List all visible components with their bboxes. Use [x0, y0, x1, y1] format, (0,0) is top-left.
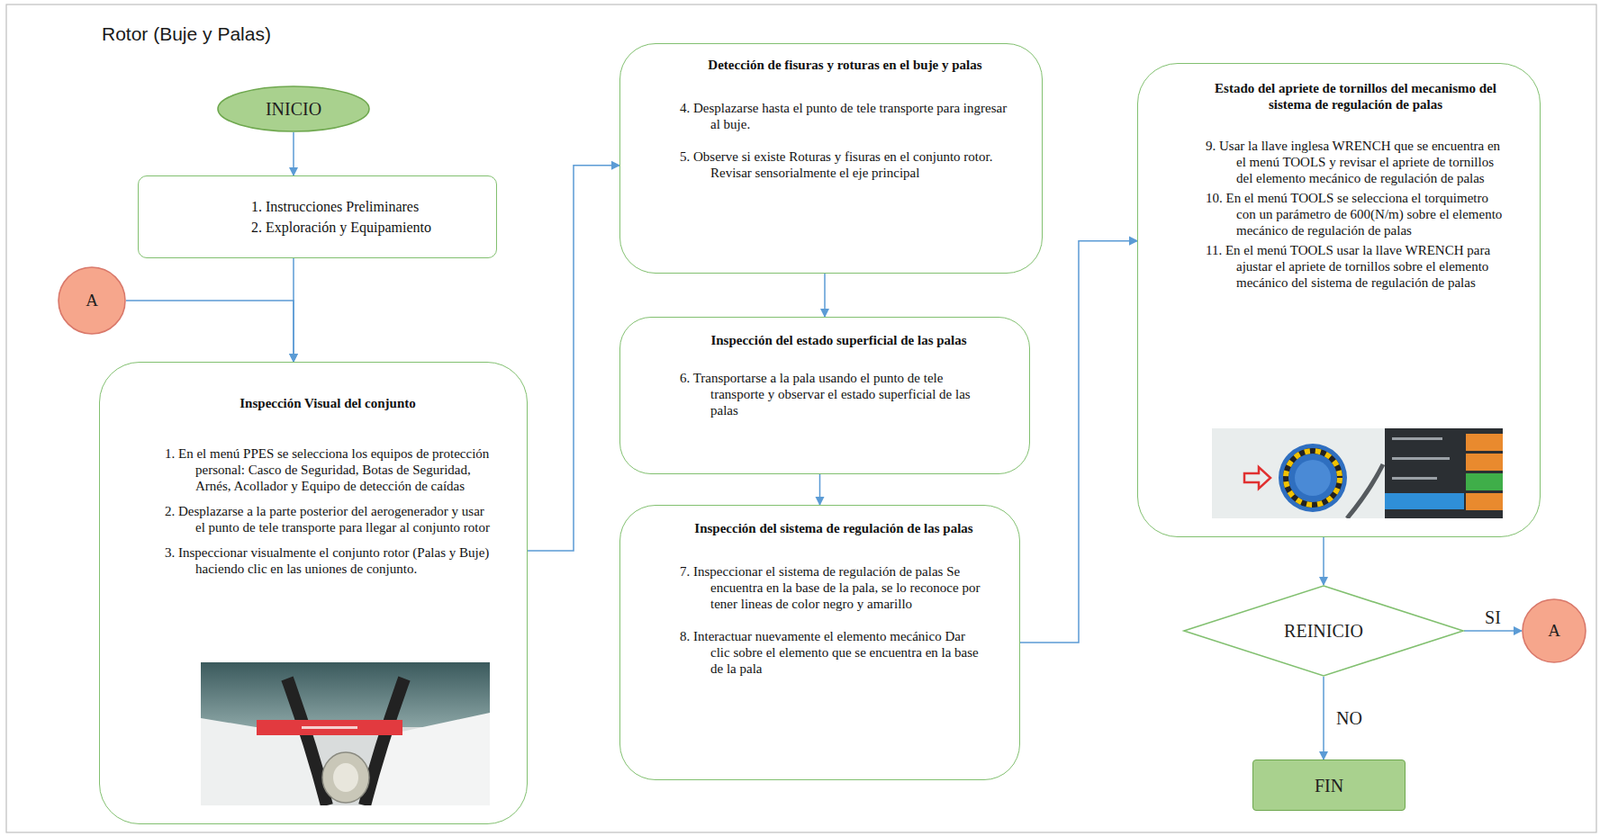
heading-text: Detección de fisuras y roturas en el buj… [679, 56, 1011, 73]
step-text: 3. Inspeccionar visualmente el conjunto … [164, 544, 491, 578]
connector-circle: A [1521, 598, 1587, 664]
start-terminal: INICIO [216, 85, 371, 133]
pitch-hub [1278, 443, 1347, 513]
cable-line [1346, 464, 1384, 519]
step-text: 4. Desplazarse hasta el punto de tele tr… [679, 99, 1011, 133]
belt-band [287, 678, 327, 806]
connector-disc [58, 267, 126, 335]
red-arrow-marker [1244, 467, 1271, 489]
process-box: Detección de fisuras y roturas en el buj… [619, 43, 1043, 274]
menu-tab [1465, 473, 1503, 491]
menu-highlight [1384, 493, 1465, 510]
flow-arrow [292, 132, 295, 176]
page-frame [6, 4, 1597, 833]
menu-line [1392, 477, 1438, 480]
decision-diamond: REINICIO [1183, 585, 1465, 678]
heading-text: Inspección Visual del conjunto [164, 395, 491, 412]
heading-text: Inspección del estado superficial de las… [679, 332, 998, 349]
step-text: 6. Transportarse a la pala usando el pun… [679, 370, 998, 419]
step-text: 1. Instrucciones Preliminares [251, 198, 479, 216]
edge-label: SI [1482, 607, 1503, 628]
stripe-ring [1285, 451, 1340, 506]
menu-tab [1465, 453, 1503, 471]
process-box: Inspección del sistema de regulación de … [619, 505, 1021, 781]
flow-arrow [1322, 677, 1325, 760]
heading-text: Inspección del sistema de regulación de … [679, 520, 988, 537]
flow-arrow [823, 273, 826, 317]
flow-arrow [126, 300, 294, 362]
step-text: 5. Observe si existe Roturas y fisuras e… [679, 148, 1011, 181]
banner-mark [301, 726, 358, 730]
red-banner [256, 720, 403, 736]
menu-panel [1384, 428, 1503, 519]
flow-arrow [527, 165, 620, 552]
step-text: 2. Exploración y Equipamiento [251, 218, 479, 236]
step-text: 9. Usar la llave inglesa WRENCH que se e… [1205, 137, 1506, 187]
terminal-ellipse [217, 86, 370, 132]
process-box: Inspección Visual del conjunto 1. En el m… [99, 361, 528, 825]
menu-line [1392, 437, 1443, 441]
step-text: 8. Interactuar nuevamente el elemento me… [679, 628, 988, 678]
connector-disc [1522, 599, 1586, 663]
edge-label: NO [1334, 708, 1365, 729]
hub-inner [1294, 460, 1331, 497]
decision-outline [1184, 586, 1464, 677]
step-text: 11. En el menú TOOLS usar la llave WRENC… [1205, 242, 1506, 291]
hub-inner [333, 763, 359, 793]
shape-label: A [1547, 621, 1561, 642]
stripe-ring [1285, 451, 1340, 506]
screenshot-ground [1211, 428, 1503, 519]
flow-arrow [1020, 241, 1138, 643]
menu-tab [1465, 433, 1503, 452]
flow-arrow [819, 474, 822, 506]
diagram-title: Rotor (Buje y Palas) [101, 23, 272, 46]
step-text: 2. Desplazarse a la parte posterior del … [164, 503, 491, 536]
hub-shape [322, 752, 370, 804]
step-text: 10. En el menú TOOLS se selecciona el to… [1205, 189, 1506, 239]
step-text: 7. Inspeccionar el sistema de regulación… [679, 563, 988, 613]
belt-band [364, 678, 405, 806]
shape-label: FIN [1314, 775, 1344, 797]
heading-text: Estado del apriete de tornillos del meca… [1205, 80, 1506, 113]
step-text: 1. En el menú PPES se selecciona los equ… [164, 445, 491, 495]
end-terminal: FIN [1252, 759, 1406, 812]
menu-tab [1465, 493, 1503, 511]
rotor-screenshot [200, 662, 490, 806]
flow-arrow [1322, 537, 1325, 586]
sea-background [200, 662, 490, 728]
shape-label: INICIO [265, 98, 322, 120]
shape-label: A [85, 290, 99, 312]
screenshot-ground [200, 662, 490, 806]
connector-circle: A [57, 266, 127, 335]
process-box: 1. Instrucciones Preliminares 2. Explorac… [137, 175, 498, 259]
process-box: Inspección del estado superficial de las… [619, 316, 1031, 475]
menu-line [1392, 457, 1450, 461]
pitch-screenshot [1211, 428, 1503, 519]
process-box: Estado del apriete de tornillos del meca… [1137, 63, 1541, 538]
shape-label: REINICIO [1283, 620, 1364, 642]
flow-arrow [1464, 630, 1522, 633]
